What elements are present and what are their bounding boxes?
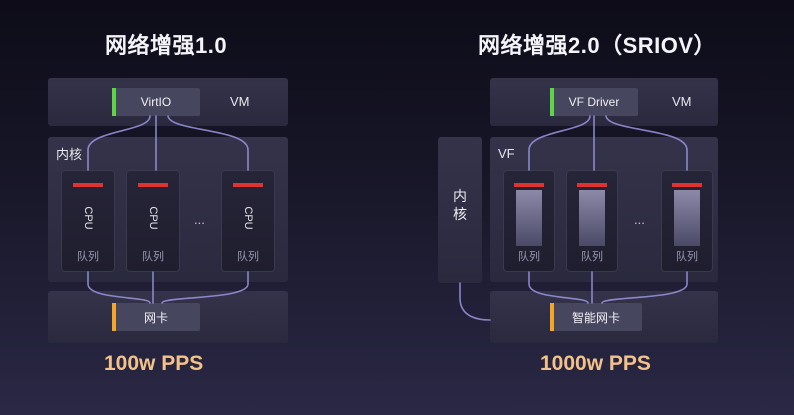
right-vm-panel: VF Driver VM [490, 78, 718, 126]
left-kernel-label: 内核 [56, 147, 83, 162]
right-kernel-label: 内 核 [453, 188, 467, 222]
left-line-virtio-q1 [87, 115, 151, 171]
right-vf-label: VF [498, 146, 515, 161]
left-line-q3-nic [161, 271, 249, 304]
right-line-vf-q1 [528, 115, 591, 171]
right-queue-1: 队列 [503, 170, 555, 272]
right-queue-3-bar [674, 190, 700, 246]
right-vfdriver-label: VF Driver [568, 95, 620, 109]
left-queue-3-label: 队列 [237, 251, 259, 263]
right-queue-3-label: 队列 [676, 251, 698, 263]
left-line-virtio-q3 [167, 115, 249, 171]
right-queue-3-indicator [672, 183, 702, 187]
right-line-kernel-nic [459, 282, 491, 321]
left-virtio-chip: VirtIO [112, 88, 200, 116]
right-ellipsis: ... [634, 212, 645, 227]
left-nic-chip: 网卡 [112, 303, 200, 331]
left-queue-3-indicator [233, 183, 263, 187]
left-ellipsis: ... [194, 212, 205, 227]
left-virtio-label: VirtIO [140, 95, 172, 109]
right-vm-label: VM [672, 94, 692, 109]
right-title: 网络增强2.0（SRIOV） [478, 33, 717, 58]
right-smartnic-chip: 智能网卡 [550, 303, 642, 331]
left-queue-1-indicator [73, 183, 103, 187]
right-line-q3-nic [601, 271, 688, 304]
left-vm-panel: VirtIO VM [48, 78, 288, 126]
right-line-vf-q3 [605, 115, 688, 171]
right-queue-1-bar [516, 190, 542, 246]
right-queue-2-indicator [577, 183, 607, 187]
right-kernel-panel: 内 核 [438, 137, 482, 283]
left-queue-2-indicator [138, 183, 168, 187]
left-queue-1-label: 队列 [77, 251, 99, 263]
left-line-q1-nic [87, 271, 151, 304]
left-vm-label: VM [230, 94, 250, 109]
right-vfdriver-chip: VF Driver [550, 88, 638, 116]
left-queue-2-label: 队列 [142, 251, 164, 263]
right-vfdriver-accent [550, 88, 554, 116]
right-nic-panel: 智能网卡 [490, 291, 718, 343]
right-queue-1-label: 队列 [518, 251, 540, 263]
right-line-q1-nic [528, 271, 589, 304]
left-title: 网络增强1.0 [105, 33, 228, 58]
right-smartnic-accent [550, 303, 554, 331]
right-queue-1-indicator [514, 183, 544, 187]
left-nic-accent [112, 303, 116, 331]
left-nic-label: 网卡 [143, 310, 168, 325]
right-queue-3: 队列 [661, 170, 713, 272]
right-queue-2-label: 队列 [581, 251, 603, 263]
right-queue-2-bar [579, 190, 605, 246]
right-pps: 1000w PPS [540, 352, 651, 375]
right-smartnic-label: 智能网卡 [571, 310, 620, 325]
left-pps: 100w PPS [104, 352, 204, 375]
left-queue-1: CPU 队列 [61, 170, 115, 272]
left-queue-2: CPU 队列 [126, 170, 180, 272]
left-queue-3: CPU 队列 [221, 170, 275, 272]
right-queue-2: 队列 [566, 170, 618, 272]
left-virtio-accent [112, 88, 116, 116]
